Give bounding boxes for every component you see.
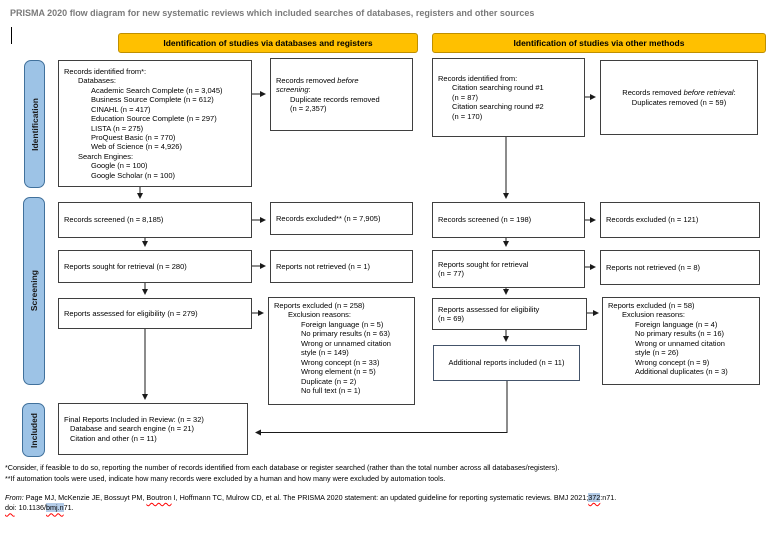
box-line: CINAHL (n = 417) bbox=[91, 104, 151, 114]
box-line: Reports assessed for eligibility (n = 27… bbox=[64, 308, 198, 318]
box-line: Foreign language (n = 4) bbox=[635, 319, 718, 329]
box-line: Records screened (n = 8,185) bbox=[64, 215, 164, 225]
citation: From: Page MJ, McKenzie JE, Bossuyt PM, … bbox=[5, 493, 617, 513]
box-line: Additional reports included (n = 11) bbox=[448, 358, 565, 368]
box-line: Reports assessed for eligibility bbox=[438, 304, 540, 314]
box-line: Database and search engine (n = 21) bbox=[70, 424, 195, 434]
box-line: Citation and other (n = 11) bbox=[70, 433, 157, 443]
box-line: Records removed before retrieval: bbox=[622, 88, 736, 98]
box-line: Final Reports Included in Review: (n = 3… bbox=[64, 414, 204, 424]
box-line: Reports excluded (n = 258) bbox=[274, 301, 365, 310]
box-line: Citation searching round #2 bbox=[452, 102, 544, 112]
footnote-asterisk: *Consider, if feasible to do so, reporti… bbox=[5, 463, 560, 472]
box-line: Google (n = 100) bbox=[91, 161, 148, 171]
box-records-excluded-other: Records excluded (n = 121) bbox=[600, 202, 760, 238]
box-line: Wrong concept (n = 9) bbox=[635, 357, 710, 367]
box-line: Reports sought for retrieval bbox=[438, 259, 529, 269]
box-line: Reports not retrieved (n = 1) bbox=[276, 261, 371, 271]
box-line: Wrong or unnamed citation bbox=[301, 338, 391, 348]
page-title: PRISMA 2020 flow diagram for new systema… bbox=[10, 8, 535, 18]
text-cursor bbox=[11, 27, 12, 44]
box-reports-sought-other: Reports sought for retrieval (n = 77) bbox=[432, 250, 585, 288]
citation-from-label: From: bbox=[5, 493, 24, 502]
box-line: Wrong element (n = 5) bbox=[301, 367, 376, 377]
box-line: No primary results (n = 16) bbox=[635, 329, 724, 339]
box-reports-assessed-other: Reports assessed for eligibility (n = 69… bbox=[432, 298, 587, 330]
box-line: Business Source Complete (n = 612) bbox=[91, 95, 214, 105]
box-line: Exclusion reasons: bbox=[622, 310, 685, 320]
box-line: Academic Search Complete (n = 3,045) bbox=[91, 85, 223, 95]
box-line: Wrong or unnamed citation bbox=[635, 338, 725, 348]
box-line: Databases: bbox=[78, 76, 116, 86]
box-line: Foreign language (n = 5) bbox=[301, 319, 384, 329]
box-line: style (n = 149) bbox=[301, 348, 349, 358]
box-line: ProQuest Basic (n = 770) bbox=[91, 132, 176, 142]
box-line: Web of Science (n = 4,926) bbox=[91, 142, 182, 152]
box-line: Additional duplicates (n = 3) bbox=[635, 367, 728, 377]
box-reports-excluded-reasons-other: Reports excluded (n = 58) Exclusion reas… bbox=[602, 297, 760, 385]
box-line: Duplicate (n = 2) bbox=[301, 376, 357, 386]
box-line: Wrong concept (n = 33) bbox=[301, 357, 380, 367]
box-line: Exclusion reasons: bbox=[288, 310, 351, 320]
box-line: Google Scholar (n = 100) bbox=[91, 170, 176, 180]
box-line: Records excluded** (n = 7,905) bbox=[276, 213, 381, 223]
box-line: LISTA (n = 275) bbox=[91, 123, 144, 133]
box-line: (n = 87) bbox=[452, 92, 479, 102]
header-other-methods: Identification of studies via other meth… bbox=[432, 33, 766, 53]
box-line: (n = 77) bbox=[438, 269, 465, 278]
box-line: Reports sought for retrieval (n = 280) bbox=[64, 261, 187, 271]
box-reports-not-retrieved: Reports not retrieved (n = 1) bbox=[270, 250, 413, 283]
box-line: style (n = 26) bbox=[635, 348, 679, 358]
box-line: Records removed before bbox=[276, 75, 359, 85]
box-line: Duplicate records removed bbox=[290, 94, 380, 104]
stage-label-identification: Identification bbox=[29, 97, 40, 151]
box-line: Records identified from: bbox=[438, 73, 518, 83]
box-records-excluded: Records excluded** (n = 7,905) bbox=[270, 202, 413, 235]
box-reports-not-retrieved-other: Reports not retrieved (n = 8) bbox=[600, 250, 760, 285]
citation-flagged-word: Boutron bbox=[146, 493, 172, 502]
box-line: Records screened (n = 198) bbox=[438, 215, 532, 225]
stage-tab-included: Included bbox=[22, 403, 45, 457]
box-records-identified-citation: Records identified from: Citation search… bbox=[432, 58, 585, 137]
box-line: No full text (n = 1) bbox=[301, 385, 361, 395]
box-line: Duplicates removed (n = 59) bbox=[631, 97, 727, 107]
box-line: (n = 69) bbox=[438, 314, 465, 323]
box-reports-sought: Reports sought for retrieval (n = 280) bbox=[58, 250, 252, 283]
box-line: No primary results (n = 63) bbox=[301, 329, 390, 339]
box-line: Search Engines: bbox=[78, 151, 134, 161]
header-databases-registers: Identification of studies via databases … bbox=[118, 33, 418, 53]
box-line: screening: bbox=[276, 85, 311, 95]
stage-label-screening: Screening bbox=[29, 270, 39, 312]
box-line: Education Source Complete (n = 297) bbox=[91, 114, 217, 124]
stage-tab-identification: Identification bbox=[24, 60, 45, 188]
box-line: Reports excluded (n = 58) bbox=[608, 301, 695, 310]
box-records-removed-before-screening: Records removed before screening: Duplic… bbox=[270, 58, 413, 131]
box-final-reports-included: Final Reports Included in Review: (n = 3… bbox=[58, 403, 248, 455]
box-records-screened-other: Records screened (n = 198) bbox=[432, 202, 585, 238]
box-reports-excluded-reasons: Reports excluded (n = 258) Exclusion rea… bbox=[268, 297, 415, 405]
stage-tab-screening: Screening bbox=[23, 197, 45, 385]
citation-doi-label: doi bbox=[5, 503, 15, 513]
box-line: (n = 170) bbox=[452, 111, 483, 121]
citation-volume-link[interactable]: 372 bbox=[588, 493, 601, 502]
box-line: Reports not retrieved (n = 8) bbox=[606, 262, 701, 272]
box-reports-assessed: Reports assessed for eligibility (n = 27… bbox=[58, 298, 252, 329]
box-line: Records excluded (n = 121) bbox=[606, 215, 699, 225]
stage-label-included: Included bbox=[28, 412, 39, 448]
box-line: (n = 2,357) bbox=[290, 103, 327, 113]
box-additional-reports-included: Additional reports included (n = 11) bbox=[433, 345, 580, 381]
box-line: Records identified from*: bbox=[64, 66, 147, 76]
box-records-screened: Records screened (n = 8,185) bbox=[58, 202, 252, 238]
box-records-identified-databases: Records identified from*: Databases: Aca… bbox=[58, 60, 252, 187]
citation-doi-link[interactable]: bmj.n bbox=[46, 503, 64, 513]
box-records-removed-before-retrieval: Records removed before retrieval: Duplic… bbox=[600, 60, 758, 135]
footnote-double-asterisk: **If automation tools were used, indicat… bbox=[5, 474, 446, 483]
box-line: Citation searching round #1 bbox=[452, 83, 544, 93]
